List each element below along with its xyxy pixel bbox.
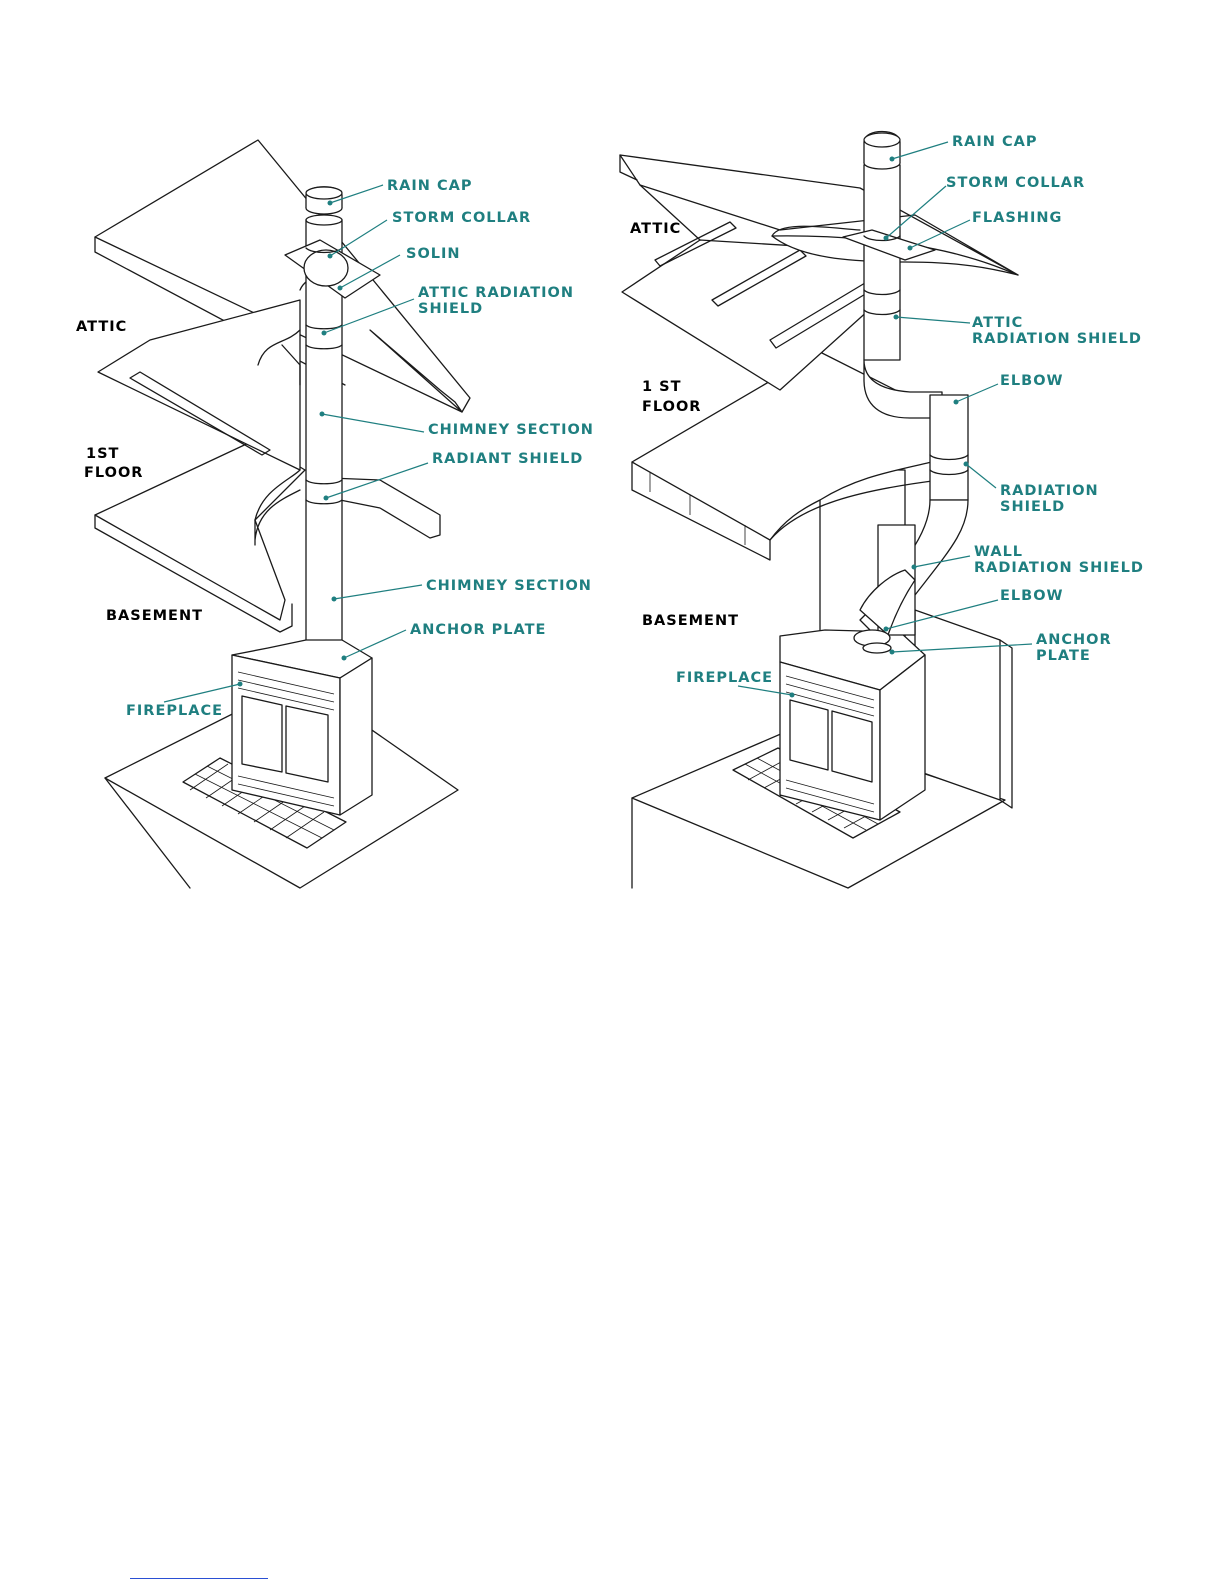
- right-fireplace-unit: [780, 630, 925, 820]
- right-basement-room-label: BASEMENT: [642, 613, 739, 629]
- left-attic-radiation-shield-label-line2: SHIELD: [418, 301, 483, 317]
- left-storm-collar-label: STORM COLLAR: [392, 210, 531, 226]
- left-chimney-section-upper-label: CHIMNEY SECTION: [428, 422, 594, 438]
- right-anchor-plate-label-line2: PLATE: [1036, 648, 1091, 664]
- left-radiant-shield-label: RADIANT SHIELD: [432, 451, 583, 467]
- right-attic-radiation-shield-label-line1: ATTIC: [972, 315, 1023, 331]
- left-chimney-section-lower-label: CHIMNEY SECTION: [426, 578, 592, 594]
- left-attic-radiation-shield-label-line1: ATTIC RADIATION: [418, 285, 574, 301]
- right-attic-radiation-shield-label-line2: RADIATION SHIELD: [972, 331, 1142, 347]
- left-fireplace-label: FIREPLACE: [126, 703, 223, 719]
- right-storm-collar-label: STORM COLLAR: [946, 175, 1085, 191]
- left-basement-room-label: BASEMENT: [106, 608, 203, 624]
- left-installation-diagram: ATTIC 1ST FLOOR BASEMENT RAIN CAP STORM …: [76, 140, 594, 888]
- left-floor-room-label-line2: FLOOR: [84, 465, 143, 481]
- right-elbow-upper-label: ELBOW: [1000, 373, 1064, 389]
- left-attic-room-label: ATTIC: [76, 319, 127, 335]
- right-installation-diagram: ATTIC 1 ST FLOOR BASEMENT RAIN CAP STORM…: [620, 132, 1144, 889]
- right-attic-room-label: ATTIC: [630, 221, 681, 237]
- right-radiation-shield-label-line1: RADIATION: [1000, 483, 1099, 499]
- left-first-floor-slab: [95, 440, 440, 632]
- right-floor-room-label-line1: 1 ST: [642, 379, 681, 395]
- right-rain-cap: [864, 132, 900, 170]
- right-anchor-plate-label-line1: ANCHOR: [1036, 632, 1112, 648]
- left-rain-cap-label: RAIN CAP: [387, 178, 472, 194]
- left-solin-label: SOLIN: [406, 246, 461, 262]
- left-floor-room-label-line1: 1ST: [86, 446, 119, 462]
- right-floor-room-label-line2: FLOOR: [642, 399, 701, 415]
- left-anchor-plate-label: ANCHOR PLATE: [410, 622, 546, 638]
- right-rain-cap-label: RAIN CAP: [952, 134, 1037, 150]
- right-wall-radiation-shield-label-line2: RADIATION SHIELD: [974, 560, 1144, 576]
- right-fireplace-label: FIREPLACE: [676, 670, 773, 686]
- footnote-rule: [130, 1578, 268, 1579]
- right-radiation-shield-label-line2: SHIELD: [1000, 499, 1065, 515]
- left-fireplace-unit: [232, 640, 372, 815]
- right-wall-radiation-shield-label-line1: WALL: [974, 544, 1023, 560]
- right-flashing-label: FLASHING: [972, 210, 1062, 226]
- right-elbow-lower-label: ELBOW: [1000, 588, 1064, 604]
